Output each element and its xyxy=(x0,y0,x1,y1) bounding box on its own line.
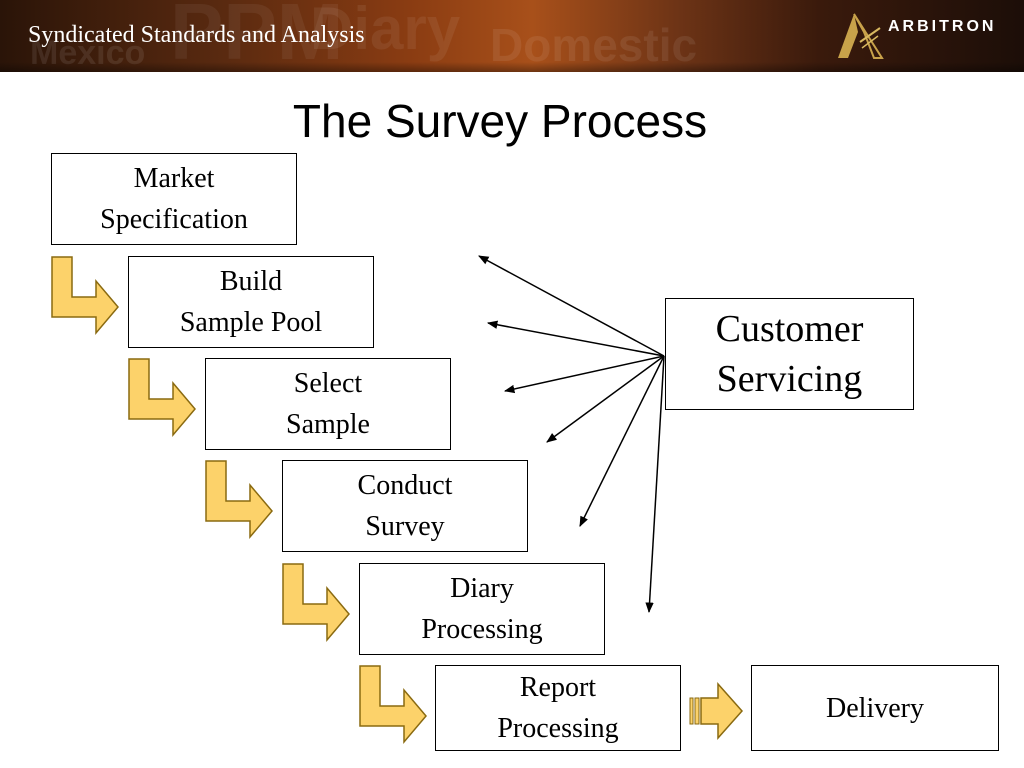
bent-arrow-icon-4 xyxy=(282,563,350,643)
servicing-arrow-2 xyxy=(486,320,665,357)
bent-arrow-icon-2 xyxy=(128,358,196,438)
logo-text: ARBITRON xyxy=(888,18,997,35)
step-label: Select Sample xyxy=(286,368,370,440)
servicing-arrow-6 xyxy=(645,355,665,614)
banner-title: Syndicated Standards and Analysis xyxy=(28,22,365,48)
bent-arrow-icon-1 xyxy=(51,256,119,336)
header-banner: Mexico PPM Diary Domestic Syndicated Sta… xyxy=(0,0,1024,72)
delivery-label: Delivery xyxy=(826,692,924,724)
customer-servicing-box: Customer Servicing xyxy=(665,298,914,410)
page-title: The Survey Process xyxy=(292,95,708,147)
block-arrow-icon xyxy=(689,682,744,740)
delivery-box: Delivery xyxy=(751,665,999,751)
step-market-specification: Market Specification xyxy=(51,153,297,245)
step-label: Diary Processing xyxy=(421,573,543,645)
servicing-arrow-4 xyxy=(546,355,665,443)
servicing-arrow-1 xyxy=(478,255,665,357)
servicing-arrow-3 xyxy=(503,355,665,394)
step-label: Build Sample Pool xyxy=(179,266,323,338)
arbitron-logo-icon xyxy=(838,13,884,59)
servicing-arrows xyxy=(478,255,665,614)
banner-bg-word-ppm: PPM xyxy=(170,0,344,72)
servicing-arrow-5 xyxy=(579,355,665,527)
bent-arrow-icon-3 xyxy=(205,460,273,540)
step-conduct-survey: Conduct Survey xyxy=(282,460,528,552)
bent-arrow-icon-5 xyxy=(359,665,427,745)
step-label: Conduct Survey xyxy=(357,470,453,542)
customer-servicing-label: Customer Servicing xyxy=(715,308,864,400)
banner-bg-word-diary: Diary xyxy=(310,0,461,62)
step-report-processing: Report Processing xyxy=(435,665,681,751)
step-build-sample-pool: Build Sample Pool xyxy=(128,256,374,348)
step-label: Report Processing xyxy=(497,672,619,744)
step-diary-processing: Diary Processing xyxy=(359,563,605,655)
step-select-sample: Select Sample xyxy=(205,358,451,450)
step-label: Market Specification xyxy=(100,163,248,235)
